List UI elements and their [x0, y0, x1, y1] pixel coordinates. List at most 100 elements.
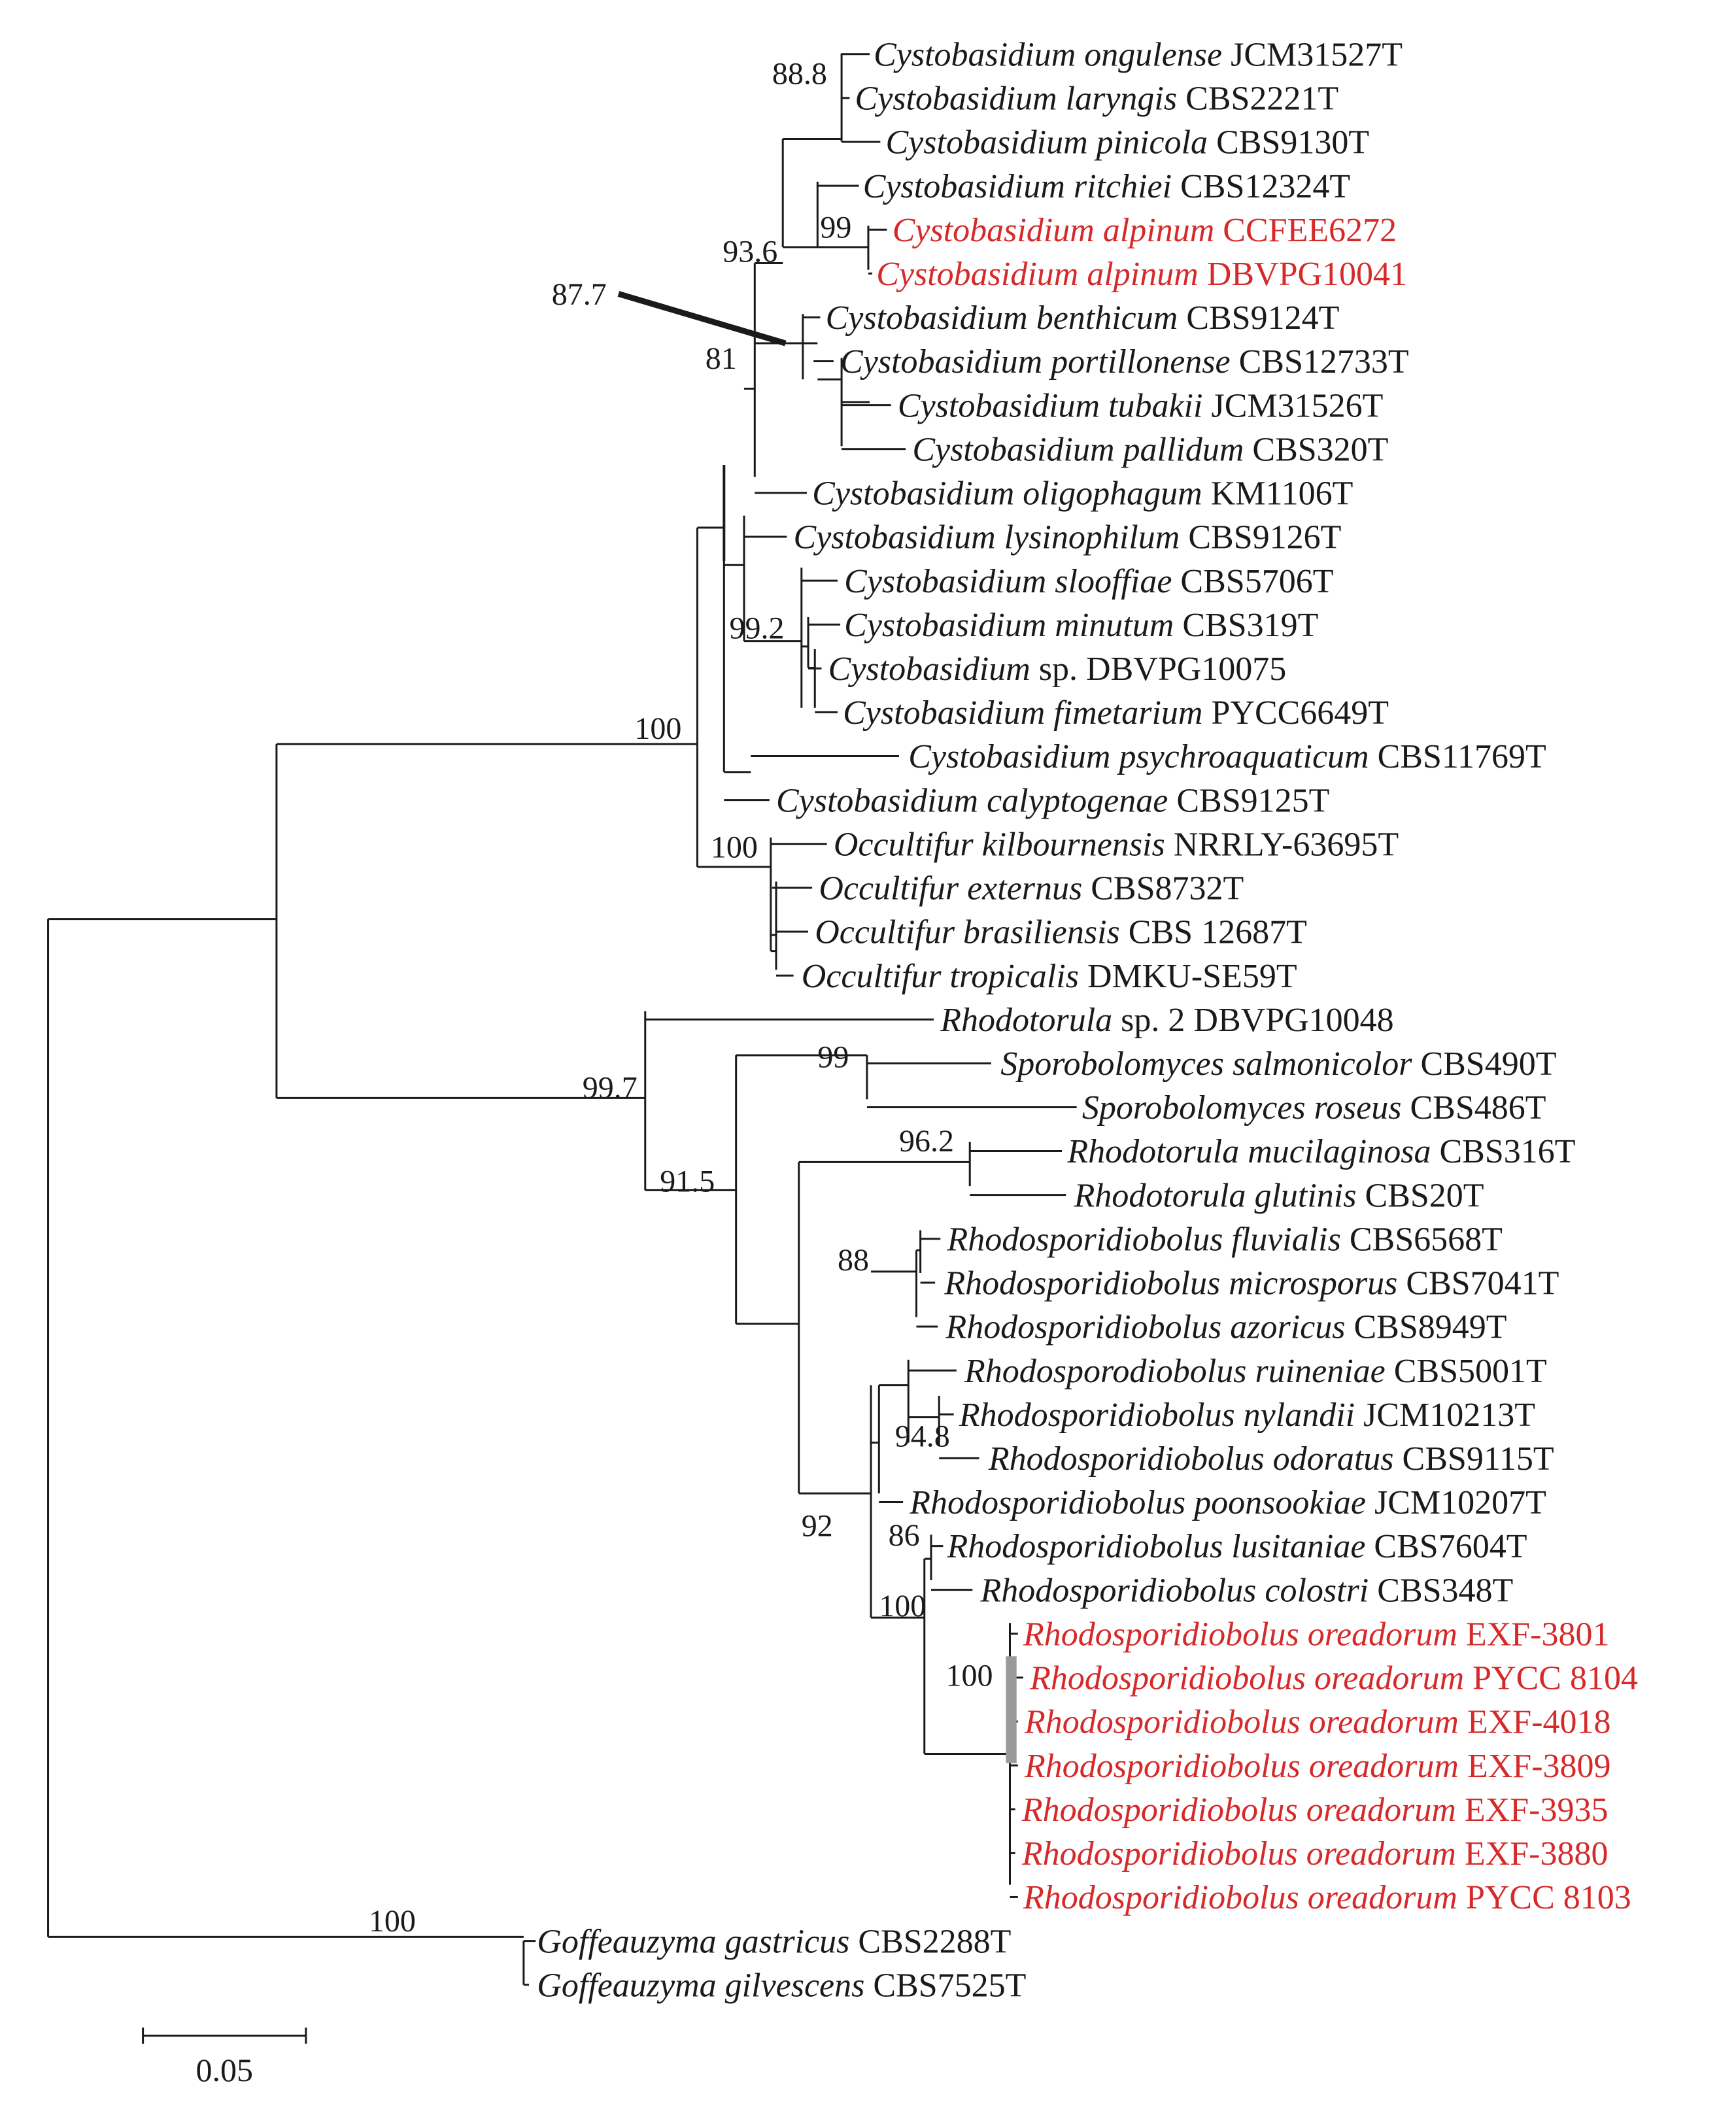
strain-id: CBS2221T	[1177, 80, 1338, 118]
strain-id: CBS 12687T	[1120, 914, 1307, 951]
strain-id: CBS2288T	[849, 1923, 1011, 1960]
taxon-label: Rhodosporidiobolus azoricus CBS8949T	[945, 1309, 1506, 1346]
taxon-label: Sporobolomyces roseus CBS486T	[1082, 1089, 1546, 1127]
taxon-label: Cystobasidium minutum CBS319T	[844, 607, 1318, 644]
strain-id: DBVPG10041	[1199, 256, 1407, 293]
support-value: 92	[802, 1508, 833, 1543]
support-value: 100	[945, 1658, 993, 1693]
taxon-name: Goffeauzyma gastricus	[537, 1923, 849, 1960]
support-value: 100	[634, 711, 681, 746]
taxon-name: Occultifur tropicalis	[802, 958, 1079, 995]
support-value: 88.8	[772, 57, 827, 92]
taxon-name: Cystobasidium portillonense	[840, 343, 1231, 381]
strain-id: CBS9124T	[1178, 299, 1339, 337]
taxon-label: Rhodosporidiobolus fluvialis CBS6568T	[946, 1221, 1502, 1258]
taxon-label: Rhodosporidiobolus oreadorum EXF-4018	[1024, 1704, 1611, 1741]
taxon-label: Cystobasidium pallidum CBS320T	[912, 431, 1388, 468]
taxon-name: Occultifur externus	[819, 870, 1082, 907]
taxon-label: Rhodosporidiobolus oreadorum PYCC 8104	[1029, 1660, 1638, 1697]
strain-id: CBS9130T	[1208, 124, 1369, 161]
taxon-label: Cystobasidium portillonense CBS12733T	[840, 343, 1409, 381]
support-value: 100	[711, 830, 758, 865]
taxon-name: Rhodotorula mucilaginosa	[1066, 1133, 1431, 1170]
strain-id: EXF-4018	[1459, 1704, 1611, 1741]
support-value: 86	[889, 1518, 920, 1553]
taxon-label: Goffeauzyma gilvescens CBS7525T	[537, 1967, 1026, 2004]
strain-id: EXF-3935	[1456, 1791, 1608, 1829]
taxon-name: Rhodosporidiobolus odoratus	[988, 1440, 1394, 1478]
taxon-name: Rhodosporidiobolus oreadorum	[1024, 1748, 1459, 1785]
taxon-name: Rhodosporidiobolus oreadorum	[1023, 1616, 1457, 1653]
taxon-label: Rhodosporidiobolus lusitaniae CBS7604T	[946, 1528, 1527, 1565]
strain-id: CBS486T	[1401, 1089, 1546, 1127]
taxon-name: Cystobasidium ongulense	[874, 36, 1222, 73]
strain-id: PYCC 8103	[1457, 1879, 1631, 1916]
taxon-label: Cystobasidium tubakii JCM31526T	[898, 387, 1383, 424]
strain-id: sp. 2 DBVPG10048	[1112, 1002, 1394, 1039]
strain-id: CBS9125T	[1168, 782, 1329, 819]
taxon-label: Cystobasidium alpinum CCFEE6272	[893, 212, 1397, 249]
taxon-label: Rhodosporidiobolus nylandii JCM10213T	[959, 1397, 1535, 1434]
taxon-label: Rhodotorula glutinis CBS20T	[1074, 1177, 1484, 1214]
strain-id: CBS5706T	[1172, 563, 1333, 600]
support-value: 99.2	[729, 611, 784, 646]
strain-id: CBS5001T	[1386, 1353, 1547, 1390]
taxon-label: Cystobasidium benthicum CBS9124T	[826, 299, 1340, 337]
strain-id: CBS8949T	[1346, 1309, 1507, 1346]
taxon-label: Rhodosporidiobolus poonsookiae JCM10207T	[909, 1484, 1546, 1521]
taxon-name: Rhodosporidiobolus colostri	[980, 1572, 1369, 1609]
taxon-name: Cystobasidium psychroaquaticum	[908, 738, 1369, 775]
taxon-name: Rhodosporidiobolus poonsookiae	[909, 1484, 1366, 1521]
strain-id: CBS7604T	[1365, 1528, 1527, 1565]
taxon-label: Rhodotorula sp. 2 DBVPG10048	[940, 1002, 1393, 1039]
taxon-name: Rhodotorula	[940, 1002, 1112, 1039]
strain-id: CBS8732T	[1082, 870, 1244, 907]
strain-id: CBS9126T	[1180, 519, 1341, 556]
strain-id: CBS7525T	[864, 1967, 1026, 2004]
taxon-label: Rhodosporidiobolus colostri CBS348T	[980, 1572, 1514, 1609]
support-value: 100	[369, 1904, 416, 1939]
taxon-label: Rhodosporidiobolus oreadorum EXF-3880	[1021, 1835, 1608, 1873]
taxon-name: Cystobasidium pallidum	[912, 431, 1244, 468]
strain-id: CBS490T	[1412, 1045, 1556, 1083]
strain-id: NRRLY-63695T	[1165, 826, 1399, 863]
support-value: 94.8	[895, 1419, 950, 1454]
strain-id: PYCC6649T	[1202, 694, 1389, 732]
taxon-name: Cystobasidium fimetarium	[843, 694, 1202, 732]
taxon-label: Cystobasidium ritchiei CBS12324T	[863, 168, 1350, 205]
taxon-label: Rhodosporidiobolus microsporus CBS7041T	[944, 1265, 1559, 1302]
support-value: 88	[838, 1243, 869, 1278]
taxon-name: Rhodosporidiobolus microsporus	[944, 1265, 1397, 1302]
taxon-name: Goffeauzyma gilvescens	[537, 1967, 864, 2004]
taxon-label: Rhodosporidiobolus oreadorum EXF-3935	[1021, 1791, 1608, 1829]
taxon-name: Rhodosporidiobolus oreadorum	[1021, 1791, 1456, 1829]
taxon-name: Cystobasidium laryngis	[855, 80, 1178, 118]
taxon-label: Cystobasidium calyptogenae CBS9125T	[776, 782, 1329, 819]
taxon-label: Rhodosporodiobolus ruineniae CBS5001T	[964, 1353, 1547, 1390]
taxon-name: Cystobasidium alpinum	[876, 256, 1199, 293]
taxon-label: Occultifur externus CBS8732T	[819, 870, 1244, 907]
support-value: 99	[820, 211, 851, 245]
taxon-label: Rhodosporidiobolus oreadorum PYCC 8103	[1023, 1879, 1631, 1916]
taxon-name: Rhodosporidiobolus lusitaniae	[946, 1528, 1365, 1565]
taxon-name: Cystobasidium lysinophilum	[794, 519, 1180, 556]
taxon-label: Cystobasidium sp. DBVPG10075	[828, 651, 1287, 688]
taxon-name: Rhodosporidiobolus nylandii	[959, 1397, 1355, 1434]
taxon-name: Occultifur brasiliensis	[815, 914, 1120, 951]
taxon-label: Occultifur kilbournensis NRRLY-63695T	[834, 826, 1399, 863]
strain-id: CBS11769T	[1369, 738, 1546, 775]
taxon-label: Rhodosporidiobolus odoratus CBS9115T	[988, 1440, 1554, 1478]
strain-id: DMKU-SE59T	[1079, 958, 1297, 995]
taxon-label: Cystobasidium fimetarium PYCC6649T	[843, 694, 1389, 732]
taxon-label: Sporobolomyces salmonicolor CBS490T	[1000, 1045, 1556, 1083]
strain-id: JCM10207T	[1366, 1484, 1546, 1521]
scale-bar-label: 0.05	[196, 2052, 253, 2088]
taxon-name: Sporobolomyces salmonicolor	[1000, 1045, 1412, 1083]
taxon-label: Cystobasidium oligophagum KM1106T	[812, 475, 1353, 513]
taxon-label: Cystobasidium pinicola CBS9130T	[886, 124, 1370, 161]
taxon-name: Cystobasidium benthicum	[826, 299, 1178, 337]
strain-id: CBS7041T	[1397, 1265, 1559, 1302]
strain-id: CBS6568T	[1341, 1221, 1503, 1258]
